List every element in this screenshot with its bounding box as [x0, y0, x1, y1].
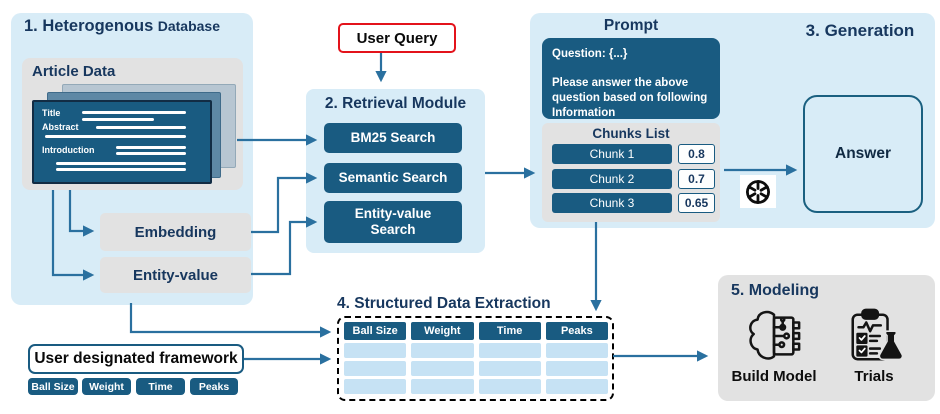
table-header-cell: Weight	[411, 322, 474, 340]
chunk-row: Chunk 1	[552, 144, 672, 164]
section1-title-sub: Database	[157, 18, 220, 34]
build-model-label: Build Model	[731, 368, 817, 385]
semantic-search-box: Semantic Search	[324, 163, 462, 193]
user-framework-box: User designated framework	[28, 344, 244, 374]
chunk-label: Chunk 1	[589, 147, 635, 161]
table-header-cell: Time	[478, 322, 541, 340]
table-empty-cell	[478, 361, 541, 376]
section-modeling	[718, 275, 935, 401]
table-empty-cell	[344, 361, 407, 376]
article-data-title: Article Data	[32, 63, 116, 80]
table-header-cell: Ball Size	[344, 322, 407, 340]
text-line	[82, 118, 154, 121]
chunk-score-value: 0.8	[688, 147, 705, 161]
table-empty-cell	[344, 343, 407, 358]
section1-title-main: 1. Heterogenous	[24, 17, 154, 35]
table-empty-cell	[478, 379, 541, 394]
chunk-score: 0.65	[678, 193, 715, 213]
article-field-abstract: Abstract	[42, 122, 79, 132]
table-empty-cell	[478, 343, 541, 358]
prompt-question-line: Question: {...}	[552, 48, 628, 60]
chunks-list-panel: Chunks List Chunk 1 0.8 Chunk 2 0.7 Chun…	[542, 123, 720, 222]
arrow-database-to-table	[129, 303, 332, 338]
text-line	[56, 168, 186, 171]
entity-value-box: Entity-value	[100, 257, 251, 293]
table-empty-cell	[411, 379, 474, 394]
table-empty-cell	[545, 379, 608, 394]
clipboard-flask-icon	[845, 306, 903, 366]
chunk-score-value: 0.65	[684, 196, 709, 210]
text-line	[116, 146, 186, 149]
framework-chip: Time	[136, 378, 185, 395]
answer-box: Answer	[803, 95, 923, 213]
text-line	[45, 135, 186, 138]
text-line	[56, 162, 186, 165]
table-empty-cell	[344, 379, 407, 394]
chunk-label: Chunk 2	[589, 172, 635, 186]
article-card-front: Title Abstract Introduction	[32, 100, 212, 184]
text-line	[82, 111, 186, 114]
extraction-title: 4. Structured Data Extraction	[337, 295, 551, 312]
user-framework-label: User designated framework	[34, 350, 238, 367]
answer-label: Answer	[835, 145, 891, 162]
chunk-score-value: 0.7	[688, 172, 705, 186]
trials-label: Trials	[854, 368, 894, 385]
entity-value-search-box: Entity-value Search	[324, 201, 462, 243]
retrieval-title: 2. Retrieval Module	[324, 95, 467, 112]
article-field-introduction: Introduction	[42, 145, 95, 155]
user-query-label: User Query	[356, 29, 438, 47]
embedding-box: Embedding	[100, 213, 251, 251]
prompt-question-box: Question: {...} Please answer the above …	[542, 38, 720, 119]
framework-chip: Ball Size	[28, 378, 78, 395]
brain-circuit-icon	[745, 306, 803, 366]
chip-label: Ball Size	[31, 380, 75, 393]
modeling-title: 5. Modeling	[731, 282, 819, 299]
entity-value-label: Entity-value	[132, 266, 219, 284]
chunk-score: 0.7	[678, 169, 715, 189]
section1-title: 1. Heterogenous Database	[24, 17, 220, 36]
chip-label: Weight	[89, 380, 124, 393]
article-field-title: Title	[42, 108, 61, 118]
semantic-search-label: Semantic Search	[338, 170, 448, 186]
chunk-row: Chunk 3	[552, 193, 672, 213]
extraction-table: Ball Size Weight Time Peaks	[344, 322, 608, 394]
text-line	[116, 152, 186, 155]
chip-label: Peaks	[198, 380, 230, 393]
text-line	[96, 126, 186, 129]
chip-label: Time	[148, 380, 173, 393]
table-empty-cell	[411, 343, 474, 358]
chunk-row: Chunk 2	[552, 169, 672, 189]
user-query-box: User Query	[338, 23, 456, 53]
table-empty-cell	[411, 361, 474, 376]
generation-title: 3. Generation	[805, 21, 915, 40]
bm25-search-label: BM25 Search	[350, 130, 436, 146]
openai-logo-icon	[740, 175, 776, 208]
embedding-label: Embedding	[134, 223, 217, 241]
table-empty-cell	[545, 361, 608, 376]
chunks-list-title: Chunks List	[592, 126, 670, 141]
spacer	[552, 62, 710, 76]
table-empty-cell	[545, 343, 608, 358]
framework-chip: Weight	[82, 378, 131, 395]
entity-value-search-label: Entity-value Search	[354, 206, 432, 237]
chunk-score: 0.8	[678, 144, 715, 164]
bm25-search-box: BM25 Search	[324, 123, 462, 153]
prompt-title: Prompt	[603, 17, 659, 34]
framework-chip: Peaks	[190, 378, 238, 395]
prompt-instruction: Please answer the above question based o…	[552, 76, 708, 119]
chunk-label: Chunk 3	[589, 196, 635, 210]
table-header-cell: Peaks	[545, 322, 608, 340]
